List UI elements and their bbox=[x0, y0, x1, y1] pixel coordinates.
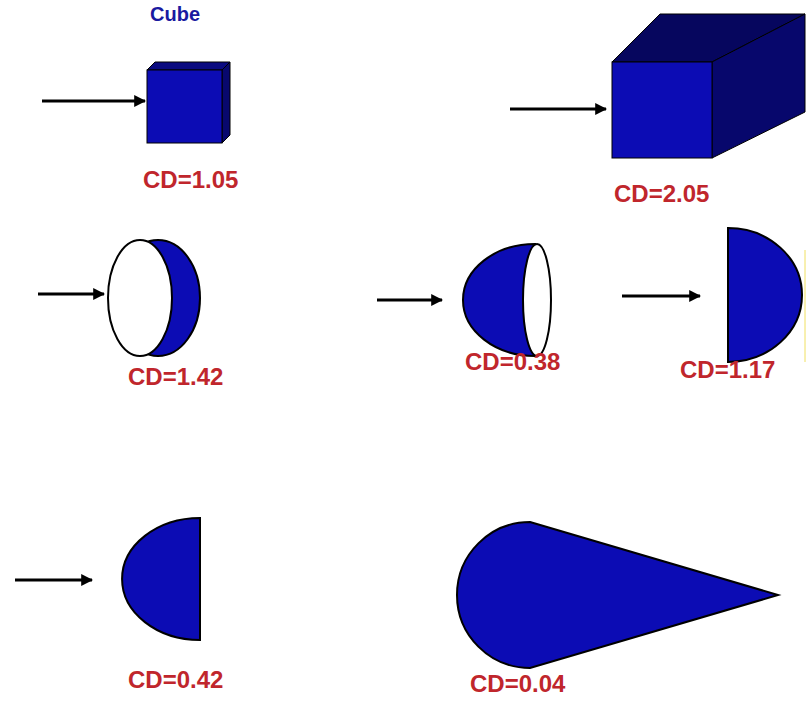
flow-arrow bbox=[42, 100, 145, 103]
shape-title: Cube bbox=[150, 4, 200, 24]
streamlined-body-shape bbox=[457, 522, 778, 668]
drag-coefficient: CD=0.42 bbox=[128, 668, 223, 692]
cube-shape bbox=[147, 62, 230, 143]
hemisphere-convex-shape bbox=[463, 244, 551, 356]
drag-coefficient: CD=1.42 bbox=[128, 365, 223, 389]
drag-coefficient: CD=0.38 bbox=[465, 350, 560, 374]
drag-coefficient: CD=1.17 bbox=[680, 358, 775, 382]
drag-coefficient: CD=2.05 bbox=[614, 182, 709, 206]
flow-arrow bbox=[510, 108, 606, 111]
flow-arrows bbox=[15, 101, 700, 580]
flow-arrow bbox=[377, 299, 442, 302]
half-disc-flat-shape bbox=[728, 228, 805, 362]
flow-arrow bbox=[622, 295, 700, 298]
long-box-shape bbox=[612, 14, 805, 158]
disc-shape bbox=[108, 240, 200, 356]
flow-arrow bbox=[15, 579, 92, 582]
half-disc-convex-shape bbox=[122, 518, 200, 640]
drag-coefficient: CD=1.05 bbox=[143, 168, 238, 192]
flow-arrow bbox=[38, 293, 104, 296]
drag-coefficient: CD=0.04 bbox=[470, 672, 565, 696]
